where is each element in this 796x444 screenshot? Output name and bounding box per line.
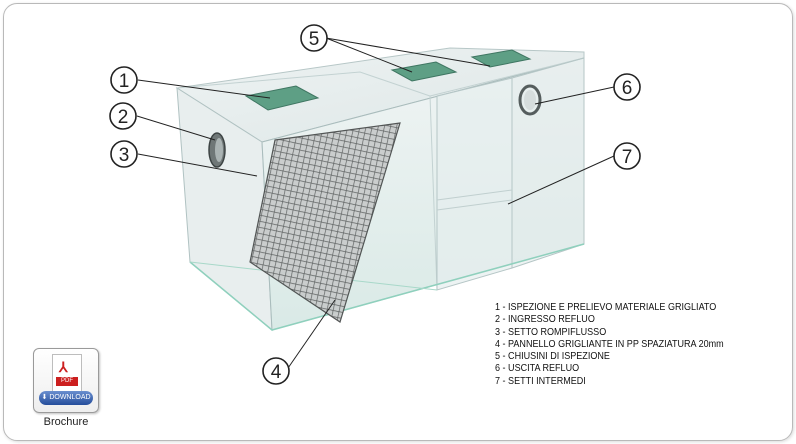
inspection-covers: [244, 49, 532, 111]
legend-item-3: 3 - SETTO ROMPIFLUSSO: [495, 325, 607, 338]
pdf-icon: ⅄ PDF: [52, 354, 82, 392]
callout-4-label: 4: [271, 362, 282, 383]
callout-5: 5: [300, 24, 328, 52]
legend-item-5: 5 - CHIUSINI DI ISPEZIONE: [495, 350, 610, 363]
callout-4: 4: [262, 357, 290, 385]
callout-5-label: 5: [309, 29, 320, 50]
download-label: DOWNLOAD: [49, 394, 91, 401]
legend: 1 - ISPEZIONE E PRELIEVO MATERIALE GRIGL…: [495, 301, 724, 387]
pdf-logo: ⅄: [59, 359, 68, 375]
legend-item-2: 2 - INGRESSO REFLUO: [495, 313, 595, 326]
callout-7: 7: [613, 142, 641, 170]
callout-2-label: 2: [118, 107, 129, 128]
inlet-pipe: [208, 132, 226, 168]
callout-3-label: 3: [119, 145, 130, 166]
diagram-frame: [3, 3, 793, 441]
leader-lines: [136, 37, 615, 372]
brochure-caption[interactable]: Brochure: [43, 416, 89, 428]
tank-body: [175, 47, 585, 332]
legend-item-7: 7 - SETTI INTERMEDI: [495, 374, 586, 387]
legend-item-1: 1 - ISPEZIONE E PRELIEVO MATERIALE GRIGL…: [495, 301, 717, 313]
outlet-pipe: [518, 84, 542, 116]
legend-item-6: 6 - USCITA REFLUO: [495, 362, 580, 375]
callout-6-label: 6: [622, 78, 633, 99]
callout-6: 6: [613, 73, 641, 101]
pdf-tag: PDF: [56, 377, 78, 386]
legend-item-4: 4 - PANNELLO GRIGLIANTE IN PP SPAZIATURA…: [495, 337, 724, 350]
download-button[interactable]: ⬇DOWNLOAD: [39, 391, 93, 405]
callout-2: 2: [109, 102, 137, 130]
callout-7-label: 7: [622, 147, 633, 168]
callout-3: 3: [110, 140, 138, 168]
grid-panel: [249, 122, 401, 323]
brochure-download-button[interactable]: ⅄ PDF ⬇DOWNLOAD: [33, 348, 99, 413]
callout-1: 1: [110, 66, 138, 94]
callout-1-label: 1: [119, 71, 130, 92]
download-arrow-icon: ⬇: [41, 394, 48, 401]
